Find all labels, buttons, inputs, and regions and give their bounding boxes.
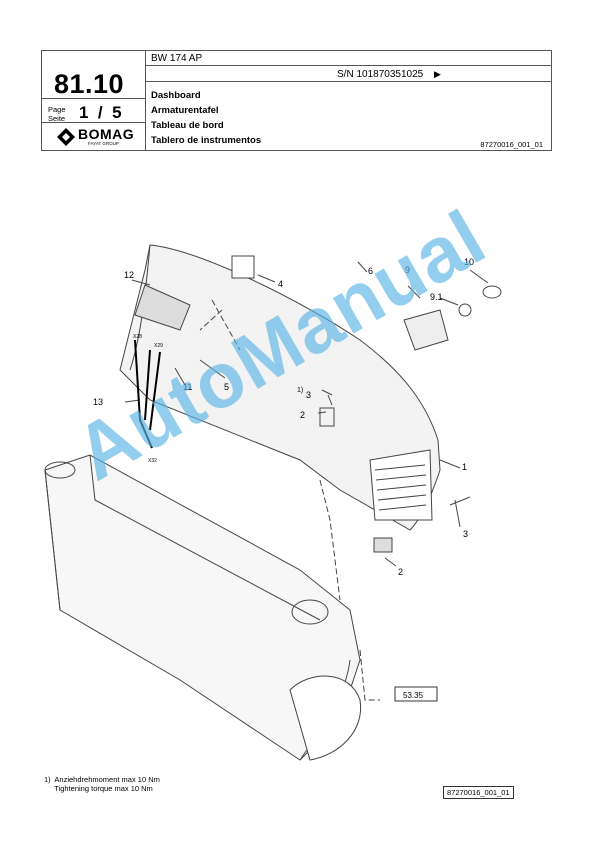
title-es: Tablero de instrumentos (151, 135, 262, 146)
callout: 2 (398, 567, 403, 577)
arrow-right-icon: ▶ (433, 69, 441, 79)
title-fr: Tableau de bord (151, 120, 224, 131)
cap-part (482, 285, 502, 299)
ref-box-label: 53.35 (403, 691, 424, 700)
footnote: 1) Anziehdrehmoment max 10 Nm Tightening… (44, 775, 160, 793)
relay-part (231, 255, 255, 279)
screw-top (327, 394, 333, 406)
connector-label: X29 (154, 343, 163, 349)
callout: 5 (224, 382, 229, 392)
callout: 11 (183, 382, 192, 392)
doc-number: 87270016_001_01 (480, 140, 543, 149)
footer-doc-ref: 87270016_001_01 (443, 786, 514, 799)
bomag-diamond-icon (57, 128, 75, 146)
serial-number: S/N 101870351025 ▶ (337, 69, 441, 80)
callout: 9.1 (430, 292, 443, 302)
group-number: 81.10 (54, 69, 125, 99)
ignition-switch (403, 309, 449, 351)
page-number: 1 / 5 (79, 103, 122, 122)
bomag-logo: BOMAG FAYAT GROUP (54, 126, 138, 149)
callout: 2 (300, 410, 305, 420)
callout: 3 (306, 390, 311, 400)
callout: 3 (463, 529, 468, 539)
callout: 1 (462, 462, 467, 472)
callout: 10 (464, 257, 474, 267)
callout: 13 (93, 397, 103, 407)
callout: 4 (278, 279, 283, 289)
connector-label: X28 (133, 334, 142, 340)
header-table: BW 174 AP S/N 101870351025 ▶ 81.10 Page … (41, 50, 552, 151)
ref-box (394, 686, 438, 702)
callout: 1) (297, 387, 303, 394)
callout: 9 (405, 265, 410, 275)
switch-module (134, 284, 191, 331)
model-name: BW 174 AP (151, 53, 203, 64)
screw-part (449, 496, 471, 506)
bush-part-top (319, 407, 335, 427)
connector-label: X32 (148, 458, 157, 464)
title-de2: Armaturentafel (151, 105, 219, 116)
bush-part-bottom (373, 537, 393, 553)
title-de: Dashboard (151, 90, 201, 101)
callout: 6 (368, 266, 373, 276)
key-part (458, 303, 472, 317)
page-label: Page Seite (48, 105, 66, 123)
callout: 12 (124, 270, 134, 280)
page-titles: Dashboard Armaturentafel Tableau de bord… (151, 88, 261, 148)
